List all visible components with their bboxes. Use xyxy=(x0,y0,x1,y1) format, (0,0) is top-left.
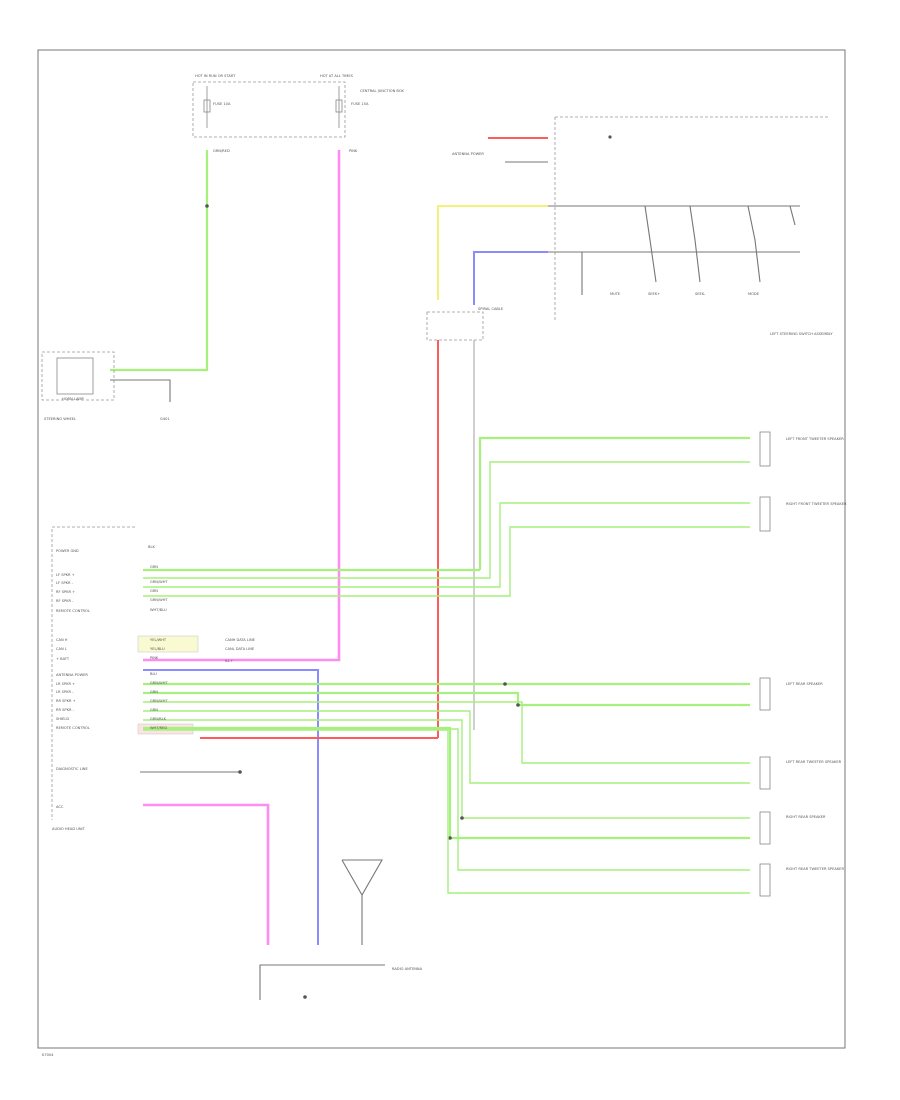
horn-component: STEERING WHEEL xyxy=(44,417,76,421)
wire-label: WHT/BLU xyxy=(150,608,167,612)
switch-label-mute: MUTE xyxy=(610,292,621,296)
fuse-box-label: CENTRAL JUNCTION BOX xyxy=(360,89,404,93)
fuse-left-label: HOT IN RUN OR START xyxy=(195,74,236,78)
wire-label: GRN/WHT xyxy=(150,580,168,584)
speaker-label: LEFT REAR TWEETER SPEAKER xyxy=(786,760,842,764)
pin-label: + BATT xyxy=(56,657,70,661)
wire-label: PINK xyxy=(150,656,159,660)
horn-lamp: HORN LAMP STEERING WHEEL G401 xyxy=(41,351,171,421)
wire-label: GRN xyxy=(150,589,158,593)
antenna-power-label: ANTENNA POWER xyxy=(452,152,484,156)
pin-label: RF SPKR + xyxy=(56,590,75,594)
wire-label: GRN xyxy=(150,565,158,569)
wire-label: BLK xyxy=(148,545,155,549)
pin-label: CAN H xyxy=(56,638,68,642)
speaker-label: LEFT REAR SPEAKER xyxy=(786,682,823,686)
switch-panel: ANTENNA POWER MUTE SEEK+ SEEK- MODE LEFT… xyxy=(452,116,833,336)
wire-label: YEL/WHT xyxy=(150,638,167,642)
wire-label: BLU xyxy=(150,672,157,676)
pin-label: REMOTE CONTROL xyxy=(56,726,90,730)
pin-label: CAN L xyxy=(56,647,67,651)
fuse-left-value: FUSE 10A xyxy=(213,102,231,106)
pin-label: LF SPKR - xyxy=(56,581,74,585)
switch-label-seek-minus: SEEK- xyxy=(695,292,706,296)
ground-label: G401 xyxy=(160,417,170,421)
speaker-rr: RIGHT REAR SPEAKER xyxy=(759,811,826,845)
ill-label: ILL+ xyxy=(225,659,233,663)
pin-label: LR SPKR - xyxy=(56,690,74,694)
wire-label: WHT/RED xyxy=(150,726,167,730)
wire-label: GRN/WHT xyxy=(150,681,168,685)
pin-label: RF SPKR - xyxy=(56,599,74,603)
connector-label: CANL DATA LINE xyxy=(225,647,255,651)
pin-label-acc: ACC xyxy=(56,805,64,809)
switch-panel-label: LEFT STEERING SWITCH ASSEMBLY xyxy=(770,332,833,336)
speaker-label: RIGHT FRONT TWEETER SPEAKER xyxy=(786,502,847,506)
antenna-label: RADIO ANTENNA xyxy=(392,967,423,971)
speaker-label: RIGHT REAR SPEAKER xyxy=(786,815,826,819)
wire-label: GRN/BLK xyxy=(150,717,167,721)
speaker-label: LEFT FRONT TWEETER SPEAKER xyxy=(786,437,844,441)
pin-label: POWER GND xyxy=(56,549,79,553)
pin-label-diagnostic: DIAGNOSTIC LINE xyxy=(56,767,88,771)
speaker-wires-front xyxy=(143,436,750,597)
pin-labels-mid: CAN H CAN L + BATT ANTENNA POWER LR SPKR… xyxy=(56,638,90,730)
fuse-right-wire: PINK xyxy=(349,149,358,153)
wire-label: GRN/WHT xyxy=(150,699,168,703)
pin-label: SHIELD xyxy=(56,717,69,721)
pin-label: REMOTE CONTROL xyxy=(56,609,90,613)
wire-grn-red xyxy=(110,150,209,372)
pin-labels-top: POWER GND LF SPKR + LF SPKR - RF SPKR + … xyxy=(56,549,90,613)
wire-pink-batt xyxy=(143,150,341,662)
diagram-frame xyxy=(37,49,846,1049)
footer-code: K7004 xyxy=(42,1053,54,1057)
pin-label: LF SPKR + xyxy=(56,573,75,577)
pin-label: ANTENNA POWER xyxy=(56,673,88,677)
radio-label: AUDIO HEAD UNIT xyxy=(52,827,86,831)
pin-label: LR SPKR + xyxy=(56,682,75,686)
horn-label: HORN LAMP xyxy=(62,397,85,401)
speaker-rr-tweeter: RIGHT REAR TWEETER SPEAKER xyxy=(759,863,844,897)
wire-label: GRN/WHT xyxy=(150,598,168,602)
wire-pink-acc xyxy=(143,803,270,945)
fuse-left-wire: GRN/RED xyxy=(213,149,230,153)
wire-blue-switch xyxy=(473,251,548,305)
speaker-wires-rear xyxy=(143,682,750,894)
wire-label: YEL/BLU xyxy=(150,647,165,651)
wire-label: GRN xyxy=(150,690,158,694)
fuse-box: HOT IN RUN OR START HOT AT ALL TIMES FUS… xyxy=(192,74,404,138)
fuse-right-label: HOT AT ALL TIMES xyxy=(320,74,354,78)
pin-label: RR SPKR - xyxy=(56,708,75,712)
switch-label-mode: MODE xyxy=(748,292,760,296)
speaker-lr-tweeter: LEFT REAR TWEETER SPEAKER xyxy=(759,756,842,790)
wire-blue-antenna xyxy=(143,669,319,945)
speaker-rf-tweeter: RIGHT FRONT TWEETER SPEAKER xyxy=(759,496,847,532)
spiral-cable-label: SPIRAL CABLE xyxy=(478,307,504,311)
pin-label: RR SPKR + xyxy=(56,699,76,703)
spiral-cable: SPIRAL CABLE xyxy=(426,307,504,341)
wire-label: GRN xyxy=(150,708,158,712)
connector-can: CANH DATA LINE CANL DATA LINE ILL+ xyxy=(137,635,256,663)
speaker-lf-tweeter: LEFT FRONT TWEETER SPEAKER xyxy=(759,431,844,467)
switch-contacts xyxy=(644,205,796,283)
speaker-label: RIGHT REAR TWEETER SPEAKER xyxy=(786,867,844,871)
antenna: RADIO ANTENNA xyxy=(259,859,423,1000)
wire-yellow xyxy=(437,205,548,300)
switch-label-seek-plus: SEEK+ xyxy=(648,292,660,296)
connector-label: CANH DATA LINE xyxy=(225,638,256,642)
speaker-lr: LEFT REAR SPEAKER xyxy=(759,677,823,711)
fuse-right-value: FUSE 15A xyxy=(351,102,369,106)
